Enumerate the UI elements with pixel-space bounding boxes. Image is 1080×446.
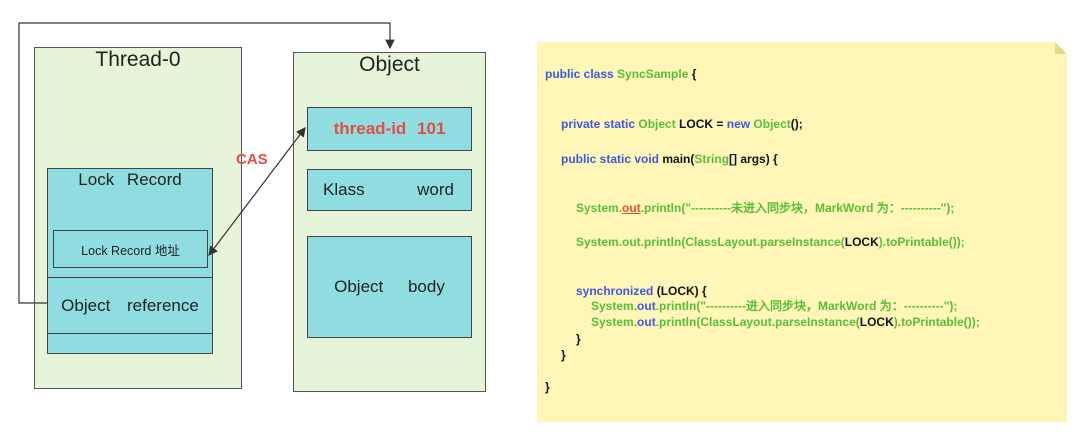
code-close-sync: } [576, 332, 581, 346]
code-note [537, 42, 1067, 422]
code-line-class: public class SyncSample { [545, 67, 697, 81]
code-line-main: public static void main(String[] args) { [561, 152, 778, 166]
object-title: Object [359, 53, 420, 76]
thread-id-field: thread-id 101 [307, 107, 472, 151]
code-close-method: } [561, 348, 566, 362]
klass-label: Klass [323, 180, 365, 199]
code-line-lock-field: private static Object LOCK = new Object(… [561, 117, 803, 131]
reference-arrow [18, 22, 395, 304]
lock-record-title: Lock Record [78, 170, 182, 189]
object-body-field: Object body [307, 236, 472, 338]
code-line-layout-before: System.out.println(ClassLayout.parseInst… [576, 235, 965, 249]
word-label: word [417, 180, 454, 199]
code-close-class: } [545, 380, 550, 394]
cas-arrow [208, 127, 306, 256]
klass-word-field: Klass word [307, 169, 472, 211]
thread-title: Thread-0 [95, 48, 181, 71]
lock-record-address: Lock Record 地址 [53, 230, 208, 268]
object-reference: Object reference [47, 277, 213, 334]
code-line-print-before: System.out.println("----------未进入同步块，Mar… [576, 201, 955, 215]
code-line-layout-in: System.out.println(ClassLayout.parseInst… [591, 315, 980, 329]
code-line-synchronized: synchronized (LOCK) { [576, 284, 707, 298]
code-line-print-in: System.out.println("----------进入同步块，Mark… [591, 299, 958, 313]
